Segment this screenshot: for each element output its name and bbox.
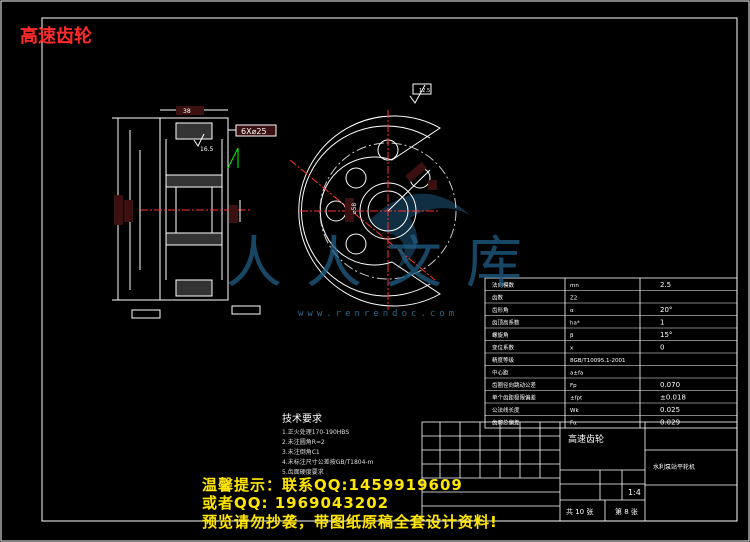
inner-frame <box>41 17 738 522</box>
watermark-notice-3: 预览请勿抄袭，带图纸原稿全套设计资料! <box>202 513 498 531</box>
param-name: 齿顶高系数 <box>492 319 520 327</box>
title-block <box>421 421 738 522</box>
roughness-label: 12.5 <box>419 88 430 94</box>
tech-line: 2.未注圆角R=2 <box>282 439 325 446</box>
param-val: 0.070 <box>660 381 680 389</box>
param-sym: Fp <box>570 383 577 389</box>
param-sym: Wk <box>570 408 579 414</box>
param-val: 2.5 <box>660 281 671 289</box>
param-name: 齿形角 <box>492 306 509 314</box>
param-sym: mn <box>570 283 579 289</box>
parameter-rows: 法向模数 mn 2.5 齿数 Z2 齿形角 α 20° 齿顶高系数 ha* 1 螺旋角 β 15° 变位系数… <box>485 281 737 427</box>
param-name: 齿廓总偏差 <box>492 419 520 427</box>
watermark-notice-2: 或者QQ: 1969043202 <box>202 494 390 512</box>
param-sym: α <box>570 308 574 314</box>
technical-requirements: 技术要求 1.正火处理170-190HBS 2.未注圆角R=2 3.未注倒角C1… <box>282 410 373 478</box>
title-block-sheet-no: 第 8 张 <box>615 508 638 516</box>
param-sym: ±fpt <box>570 396 583 402</box>
param-val: ±0.018 <box>660 394 686 402</box>
title-block-sheets: 共 10 张 <box>566 508 594 516</box>
front-view <box>289 83 457 310</box>
param-sym: Fα <box>570 421 577 427</box>
title-block-company: 水利泵站平轮机 <box>653 464 696 471</box>
section-view <box>112 106 277 319</box>
param-val: 20° <box>660 306 672 314</box>
dim-circle-label: ⌀58 <box>351 203 358 214</box>
dim-width-label: 38 <box>183 108 191 115</box>
param-name: 中心距 <box>492 369 509 377</box>
tech-line: 4.未标注尺寸公差按GB/T1804-m <box>282 459 374 466</box>
param-name: 单个齿距极限偏差 <box>492 394 537 402</box>
param-val: 0.029 <box>660 419 680 427</box>
title-block-part-name: 高速齿轮 <box>568 435 605 445</box>
tech-line: 3.未注倒角C1 <box>282 449 320 456</box>
param-sym: β <box>570 333 574 339</box>
param-name: 齿圈径向跳动公差 <box>492 381 537 389</box>
param-name: 公法线长度 <box>492 406 520 414</box>
param-val: 0 <box>660 344 664 352</box>
watermark-brand: 人人文库 <box>226 231 546 296</box>
watermark-logo-icon <box>370 193 470 270</box>
param-name: 变位系数 <box>492 344 515 352</box>
param-name: 螺旋角 <box>492 331 509 339</box>
param-sym: 8GB/T10095.1-2001 <box>570 358 625 364</box>
param-sym: a±fa <box>570 371 583 377</box>
dim-holes-label: 6X⌀25 <box>241 127 267 136</box>
watermark-notice-1: 温馨提示：联系QQ:1459919609 <box>202 476 463 494</box>
param-sym: Z2 <box>570 296 577 302</box>
param-sym: ha* <box>570 321 580 327</box>
tech-line: 1.正火处理170-190HBS <box>282 429 350 436</box>
param-name: 精度等级 <box>492 356 515 364</box>
tech-heading: 技术要求 <box>282 414 322 425</box>
param-name: 齿数 <box>492 294 504 302</box>
watermark-url: www.renrendoc.com <box>298 309 459 319</box>
param-val: 1 <box>660 319 664 327</box>
param-val: 15° <box>660 331 672 339</box>
roughness-icon <box>409 84 426 104</box>
title-block-scale: 1:4 <box>628 488 641 497</box>
param-val: 0.025 <box>660 406 680 414</box>
param-name: 法向模数 <box>492 281 515 289</box>
tech-line: 5.齿面硬度要求 <box>282 469 324 476</box>
param-sym: x <box>570 346 574 352</box>
dim-r-label: 16.5 <box>200 146 214 153</box>
drawing-title: 高速齿轮 <box>20 26 92 47</box>
